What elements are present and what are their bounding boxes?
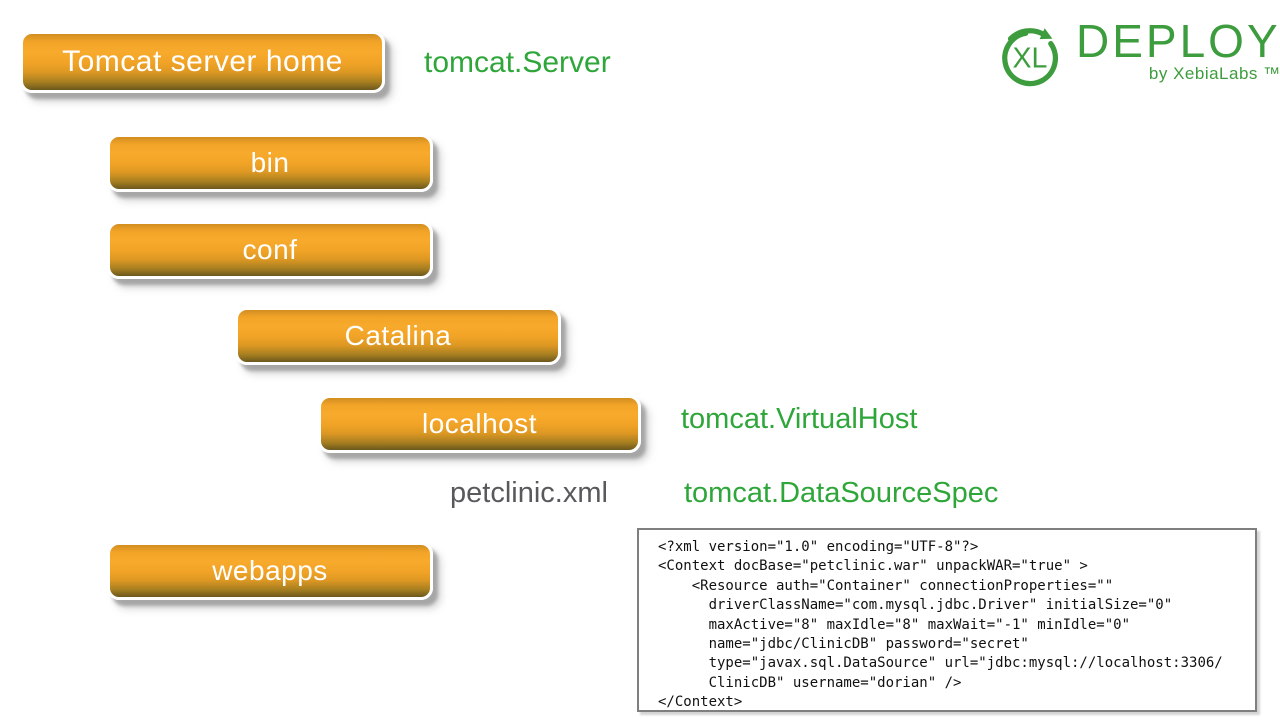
type-label-tomcat-virtualhost: tomcat.VirtualHost <box>681 403 918 435</box>
node-catalina: Catalina <box>235 307 561 365</box>
node-label: webapps <box>212 555 328 586</box>
node-bin: bin <box>107 134 433 192</box>
logo-xl-text: XL <box>1013 43 1048 75</box>
xl-deploy-logo: XL DEPLOY by XebiaLabs ™ <box>994 16 1280 92</box>
type-label-tomcat-datasourcespec: tomcat.DataSourceSpec <box>684 477 999 509</box>
logo-product-name: DEPLOY <box>1076 15 1280 67</box>
node-conf: conf <box>107 221 433 279</box>
node-tomcat-server-home: Tomcat server home <box>20 31 385 93</box>
node-label: Tomcat server home <box>62 45 343 78</box>
logo-byline: by XebiaLabs ™ <box>1148 64 1280 83</box>
node-label: bin <box>250 147 290 178</box>
xl-circle-arrow-icon: XL <box>1002 28 1059 87</box>
type-label-tomcat-server: tomcat.Server <box>424 46 611 79</box>
node-webapps: webapps <box>107 542 433 600</box>
xml-code-box: <?xml version="1.0" encoding="UTF-8"?> <… <box>637 528 1257 712</box>
node-label: Catalina <box>344 320 452 351</box>
xml-code-text: <?xml version="1.0" encoding="UTF-8"?> <… <box>658 539 1223 711</box>
node-label: localhost <box>421 408 537 439</box>
node-petclinic-xml: petclinic.xml <box>450 477 608 509</box>
node-localhost: localhost <box>318 395 641 453</box>
node-label: conf <box>242 234 298 265</box>
logo-wordmark: DEPLOY by XebiaLabs ™ <box>1076 16 1280 84</box>
